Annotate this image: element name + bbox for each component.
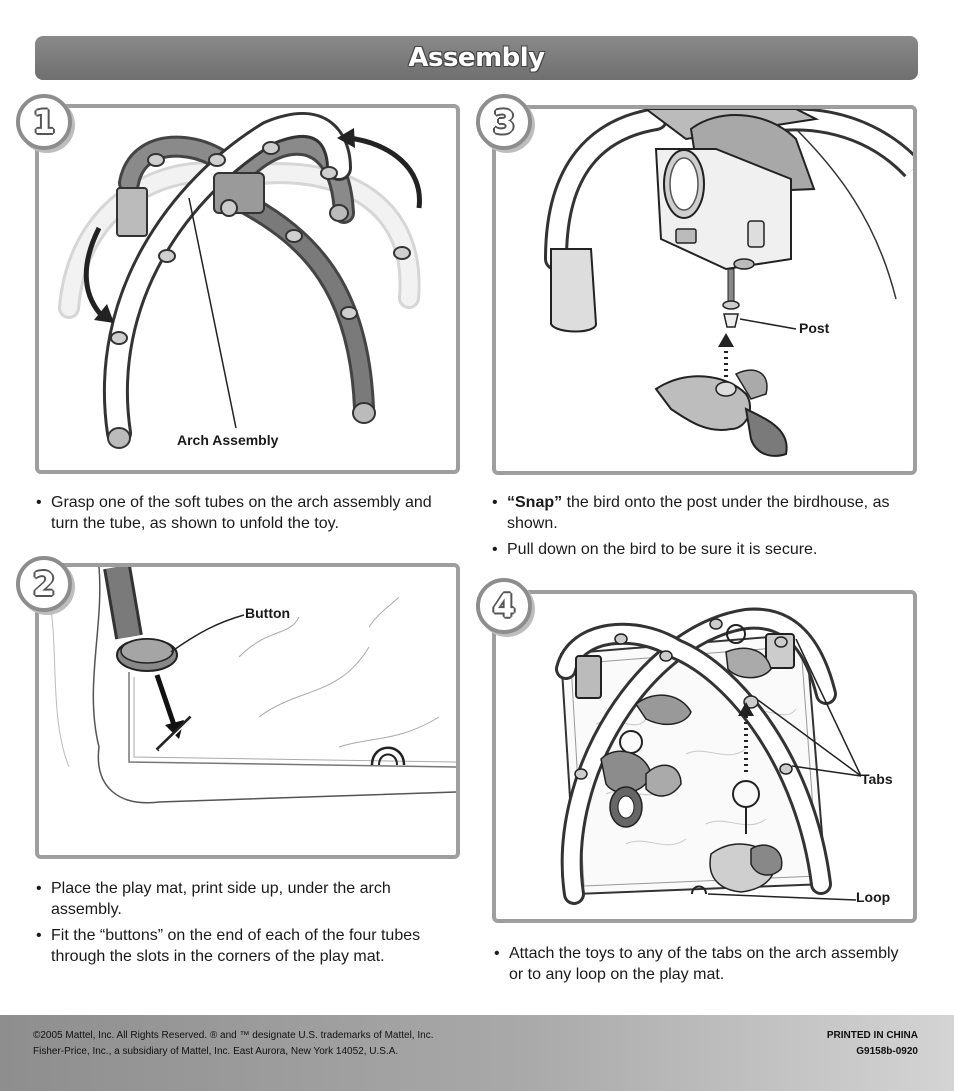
step-4-illustration: Tabs Loop [492,590,917,923]
step-3-number: 3 [492,103,516,141]
print-info: PRINTED IN CHINA G9158b-0920 [827,1028,918,1060]
footer: ©2005 Mattel, Inc. All Rights Reserved. … [0,1015,954,1091]
step-4-number: 4 [492,587,516,625]
step-4-badge: 4 [476,578,532,634]
copyright-line-2: Fisher-Price, Inc., a subsidiary of Matt… [33,1046,399,1057]
step-1-badge: 1 [16,94,72,150]
step-3-badge: 3 [476,94,532,150]
header-bar: Assembly [35,36,918,80]
arch-assembly-callout: Arch Assembly [177,432,279,448]
step-3-illustration: Post [492,105,917,475]
page-title: Assembly [408,43,545,73]
step-3-bullet-1: •“Snap” the bird onto the post under the… [492,494,890,532]
post-callout: Post [799,320,830,336]
step-1-bullet-1: •Grasp one of the soft tubes on the arch… [36,494,432,532]
step-3-instructions: •“Snap” the bird onto the post under the… [492,492,932,565]
step-2-number: 2 [32,565,56,603]
copyright-notice: ©2005 Mattel, Inc. All Rights Reserved. … [33,1028,433,1060]
copyright-line-1: ©2005 Mattel, Inc. All Rights Reserved. … [33,1030,434,1041]
step-2-bullet-2: •Fit the “buttons” on the end of each of… [36,927,421,965]
toys-attach-drawing [555,607,862,905]
button-slot-drawing [48,567,456,804]
printed-in: PRINTED IN CHINA [826,1030,918,1041]
part-number: G9158b-0920 [856,1046,918,1057]
button-callout: Button [245,605,291,621]
step-1-number: 1 [32,103,56,141]
step-2-bullet-1: •Place the play mat, print side up, unde… [36,880,391,918]
step-1-illustration: Arch Assembly [35,104,460,474]
bird-post-drawing [544,109,913,457]
step-2-instructions: •Place the play mat, print side up, unde… [36,878,476,972]
step-2-illustration: Button [35,563,460,859]
step-3-bullet-2: •Pull down on the bird to be sure it is … [492,541,818,558]
tabs-callout: Tabs [861,771,893,787]
loop-callout: Loop [856,889,891,905]
step-4-bullet-1: •Attach the toys to any of the tabs on t… [494,945,899,983]
step-2-badge: 2 [16,556,72,612]
step-4-instructions: •Attach the toys to any of the tabs on t… [494,943,914,990]
arch-unfold-drawing [58,112,422,449]
step-1-instructions: •Grasp one of the soft tubes on the arch… [36,492,456,539]
